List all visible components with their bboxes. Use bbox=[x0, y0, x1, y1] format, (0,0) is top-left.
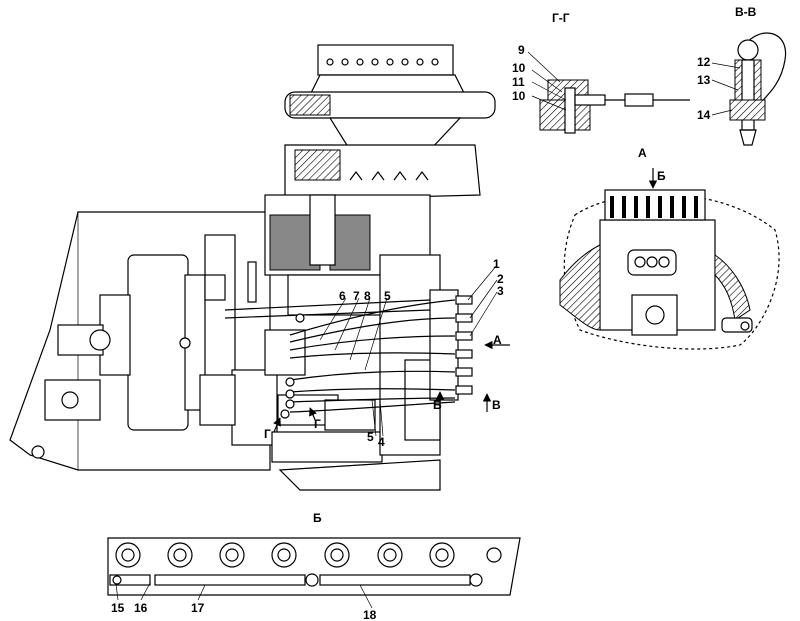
callout-2: 2 bbox=[497, 272, 504, 286]
central-shaft bbox=[309, 194, 336, 266]
callout-17: 17 bbox=[191, 601, 205, 615]
callout-8: 8 bbox=[364, 289, 371, 303]
callout-12: 12 bbox=[697, 55, 711, 69]
gg-nut bbox=[624, 93, 654, 107]
callout-18: 18 bbox=[363, 608, 377, 621]
lower-block bbox=[324, 399, 376, 431]
view-a-left-arc bbox=[559, 244, 601, 331]
manifold-fittings bbox=[455, 295, 473, 395]
callout-7: 7 bbox=[353, 289, 360, 303]
coupling-joint bbox=[89, 329, 111, 351]
distributor-cap bbox=[199, 374, 236, 426]
top-housing-cap bbox=[317, 44, 454, 76]
callout-numbers: 1 2 3 4 5 5 6 7 8 9 10 11 10 12 13 14 15… bbox=[111, 43, 711, 621]
callout-10b: 10 bbox=[512, 89, 526, 103]
label-view-b: Б bbox=[313, 511, 322, 525]
label-section-gg: Г-Г bbox=[552, 11, 570, 25]
label-section-vv: В-В bbox=[735, 5, 757, 19]
callout-6: 6 bbox=[339, 289, 346, 303]
view-b-fittings bbox=[115, 542, 502, 568]
view-arrows-main bbox=[273, 340, 510, 433]
label-arrow-b-top: Б bbox=[657, 169, 666, 183]
hose-fittings bbox=[280, 313, 305, 419]
arrow-view-g1 bbox=[273, 417, 281, 433]
flywheel-section bbox=[289, 94, 331, 116]
gear-teeth bbox=[349, 171, 429, 181]
bottom-skid bbox=[278, 459, 441, 491]
gearbox-mid-block bbox=[329, 214, 371, 271]
section-v-v bbox=[711, 32, 787, 146]
manifold-block bbox=[429, 289, 459, 401]
small-bracket bbox=[204, 274, 226, 301]
clutch-bolt bbox=[179, 337, 191, 349]
label-view-a: А bbox=[638, 146, 647, 160]
vv-tip bbox=[739, 129, 757, 146]
view-b-plate bbox=[107, 537, 521, 596]
view-a-studs bbox=[610, 196, 698, 218]
base-block bbox=[271, 431, 383, 463]
main-assembly bbox=[9, 44, 496, 491]
callout-5b: 5 bbox=[367, 430, 374, 444]
view-b-bar-small bbox=[109, 574, 151, 586]
callout-15: 15 bbox=[111, 601, 125, 615]
mounting-plate bbox=[204, 234, 236, 396]
vv-wire bbox=[744, 32, 787, 111]
callout-4: 4 bbox=[378, 435, 385, 449]
section-labels: Г-Г В-В А Б А Б Б В Г Г bbox=[264, 5, 757, 525]
callout-16: 16 bbox=[134, 601, 148, 615]
callout-leaders-main bbox=[319, 264, 498, 437]
view-a bbox=[559, 168, 780, 350]
callout-10a: 10 bbox=[512, 61, 526, 75]
pivot-pin bbox=[31, 445, 45, 459]
valve-housing bbox=[264, 329, 306, 376]
left-pump-port bbox=[61, 391, 79, 409]
callout-14: 14 bbox=[697, 108, 711, 122]
vv-base bbox=[729, 99, 766, 121]
clutch-disc bbox=[127, 254, 189, 431]
callout-5a: 5 bbox=[384, 289, 391, 303]
label-arrow-g1: Г bbox=[264, 427, 271, 441]
view-b bbox=[107, 537, 521, 609]
label-arrow-b-main: Б bbox=[433, 398, 442, 412]
top-housing-bolts bbox=[326, 58, 439, 66]
vv-bulb bbox=[737, 39, 759, 61]
view-a-top-plate bbox=[604, 189, 706, 221]
hydraulic-hoses bbox=[224, 299, 456, 413]
label-arrow-a: А bbox=[493, 333, 502, 347]
gear-section bbox=[294, 149, 341, 181]
callout-1: 1 bbox=[493, 257, 500, 271]
label-arrow-v: В bbox=[492, 398, 501, 412]
arrow-view-g2 bbox=[309, 407, 317, 423]
callout-3: 3 bbox=[497, 284, 504, 298]
view-a-right-arc bbox=[714, 254, 751, 321]
callout-9: 9 bbox=[518, 43, 525, 57]
callout-11: 11 bbox=[512, 75, 525, 89]
view-b-bar-18 bbox=[319, 574, 471, 586]
callout-13: 13 bbox=[697, 73, 711, 87]
gg-nozzle bbox=[564, 87, 576, 134]
view-a-port bbox=[645, 305, 665, 325]
section-g-g bbox=[527, 51, 690, 134]
view-b-bar-17 bbox=[154, 574, 306, 586]
distributor-body bbox=[231, 369, 278, 446]
label-arrow-g2: Г bbox=[314, 417, 321, 431]
gg-fitting bbox=[574, 94, 606, 106]
vertical-bolt bbox=[247, 261, 257, 303]
